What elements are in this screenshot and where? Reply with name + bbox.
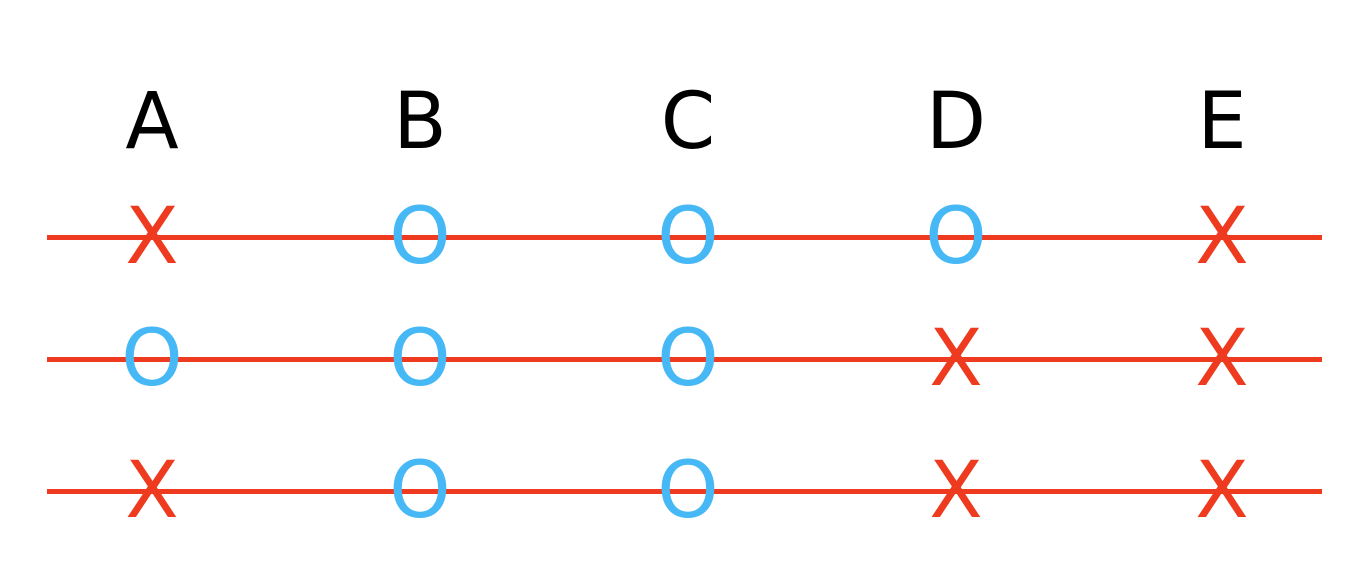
column-header-a: A: [125, 77, 179, 167]
row-line-1: [47, 235, 1322, 240]
x-mark-r3-e: X: [1195, 446, 1249, 536]
o-mark-r3-c: O: [657, 446, 719, 536]
row-line-3: [47, 489, 1322, 494]
x-mark-r2-d: X: [929, 314, 983, 404]
column-header-c: C: [660, 77, 716, 167]
row-line-2: [47, 357, 1322, 362]
x-mark-r1-a: X: [125, 192, 179, 282]
o-mark-r3-b: O: [389, 446, 451, 536]
o-mark-r1-b: O: [389, 192, 451, 282]
column-header-e: E: [1197, 77, 1247, 167]
o-mark-r2-b: O: [389, 314, 451, 404]
column-header-d: D: [925, 77, 987, 167]
x-mark-r1-e: X: [1195, 192, 1249, 282]
column-header-b: B: [393, 77, 447, 167]
o-mark-r1-d: O: [925, 192, 987, 282]
o-mark-r2-c: O: [657, 314, 719, 404]
o-mark-r2-a: O: [121, 314, 183, 404]
x-mark-r2-e: X: [1195, 314, 1249, 404]
x-mark-r3-d: X: [929, 446, 983, 536]
o-mark-r1-c: O: [657, 192, 719, 282]
x-mark-r3-a: X: [125, 446, 179, 536]
